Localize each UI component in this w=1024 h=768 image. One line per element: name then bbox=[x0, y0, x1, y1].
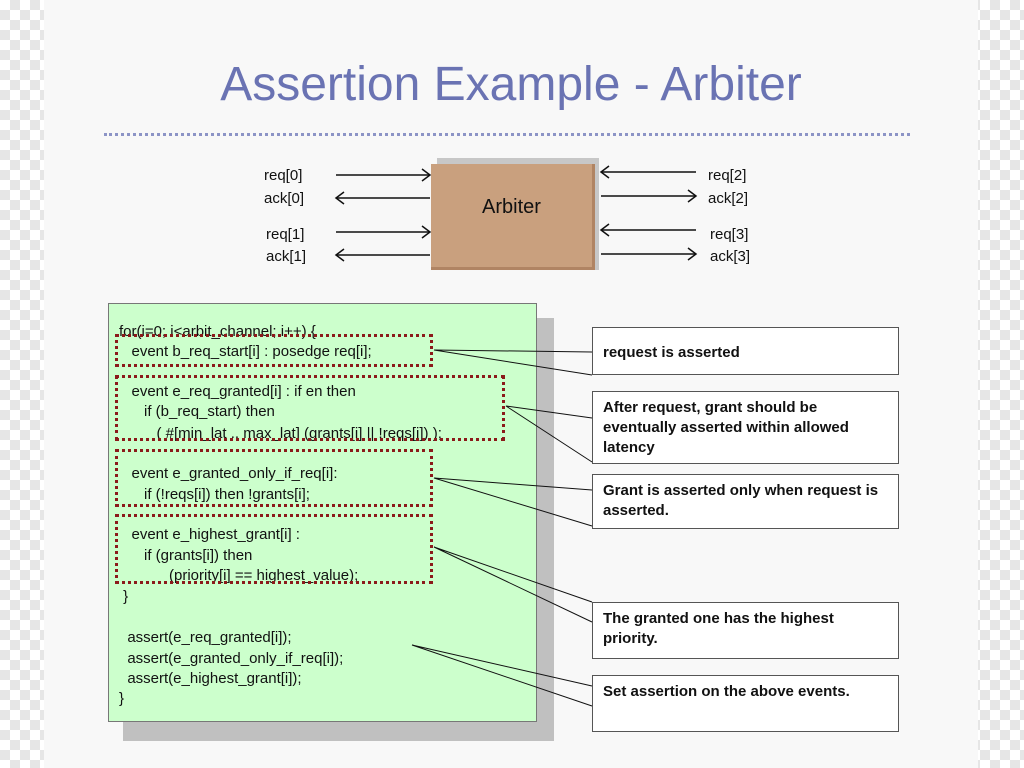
arbiter-label: Arbiter bbox=[482, 196, 541, 218]
callout-request-asserted bbox=[433, 349, 593, 376]
callout-grant-only bbox=[433, 477, 593, 527]
callout-grant-latency bbox=[505, 405, 593, 463]
arrow-req-2-head bbox=[599, 165, 610, 179]
code-line: event e_granted_only_if_req[i]: bbox=[119, 465, 338, 482]
arrow-req-0-head bbox=[421, 168, 432, 182]
signal-req-2: req[2] bbox=[708, 167, 747, 184]
code-line: ( #[min_lat .. max_lat] (grants[i] || !r… bbox=[119, 425, 442, 442]
slide-title: Assertion Example - Arbiter bbox=[220, 58, 802, 111]
code-line: if (grants[i]) then bbox=[119, 547, 253, 564]
code-panel bbox=[108, 303, 537, 722]
highlight-box-granted-only-if-req bbox=[115, 449, 433, 507]
highlight-box-highest-grant bbox=[115, 514, 433, 584]
code-line: } bbox=[119, 588, 129, 605]
arrow-ack-0-head bbox=[334, 191, 345, 205]
code-line: event e_req_granted[i] : if en then bbox=[119, 383, 356, 400]
arrow-ack-2-head bbox=[687, 189, 698, 203]
signal-req-1: req[1] bbox=[266, 226, 305, 243]
code-line: event b_req_start[i] : posedge req[i]; bbox=[119, 343, 372, 360]
code-line: assert(e_highest_grant[i]); bbox=[119, 670, 302, 687]
note-grant-latency: After request, grant should be eventuall… bbox=[592, 391, 899, 464]
code-line: assert(e_granted_only_if_req[i]); bbox=[119, 650, 344, 667]
arrow-ack-3-head bbox=[687, 247, 698, 261]
code-line: if (!reqs[i]) then !grants[i]; bbox=[119, 486, 310, 503]
highlight-box-req-start bbox=[115, 334, 433, 367]
highlight-box-req-granted bbox=[115, 375, 505, 441]
note-set-assertion: Set assertion on the above events. bbox=[592, 675, 899, 732]
note-grant-only-when-request: Grant is asserted only when request is a… bbox=[592, 474, 899, 529]
code-line: (priority[i] == highest_value); bbox=[119, 567, 359, 584]
code-line: } bbox=[119, 690, 125, 707]
arbiter-block: Arbiter bbox=[431, 164, 595, 270]
callout-highest-priority bbox=[433, 546, 593, 623]
arrow-req-1-head bbox=[421, 225, 432, 239]
callout-set-assertion bbox=[411, 644, 593, 707]
code-line: assert(e_req_granted[i]); bbox=[119, 629, 292, 646]
title-divider bbox=[104, 133, 910, 136]
signal-ack-3: ack[3] bbox=[710, 248, 751, 265]
arrow-ack-1-head bbox=[334, 248, 345, 262]
signal-req-3: req[3] bbox=[710, 226, 749, 243]
note-request-asserted: request is asserted bbox=[592, 327, 899, 375]
signal-req-0: req[0] bbox=[264, 167, 303, 184]
signal-ack-2: ack[2] bbox=[708, 190, 749, 207]
code-line: event e_highest_grant[i] : bbox=[119, 526, 300, 543]
code-line: if (b_req_start) then bbox=[119, 403, 275, 420]
signal-ack-1: ack[1] bbox=[266, 248, 307, 265]
arrow-req-3-head bbox=[599, 223, 610, 237]
signal-ack-0: ack[0] bbox=[264, 190, 305, 207]
note-highest-priority: The granted one has the highest priority… bbox=[592, 602, 899, 659]
